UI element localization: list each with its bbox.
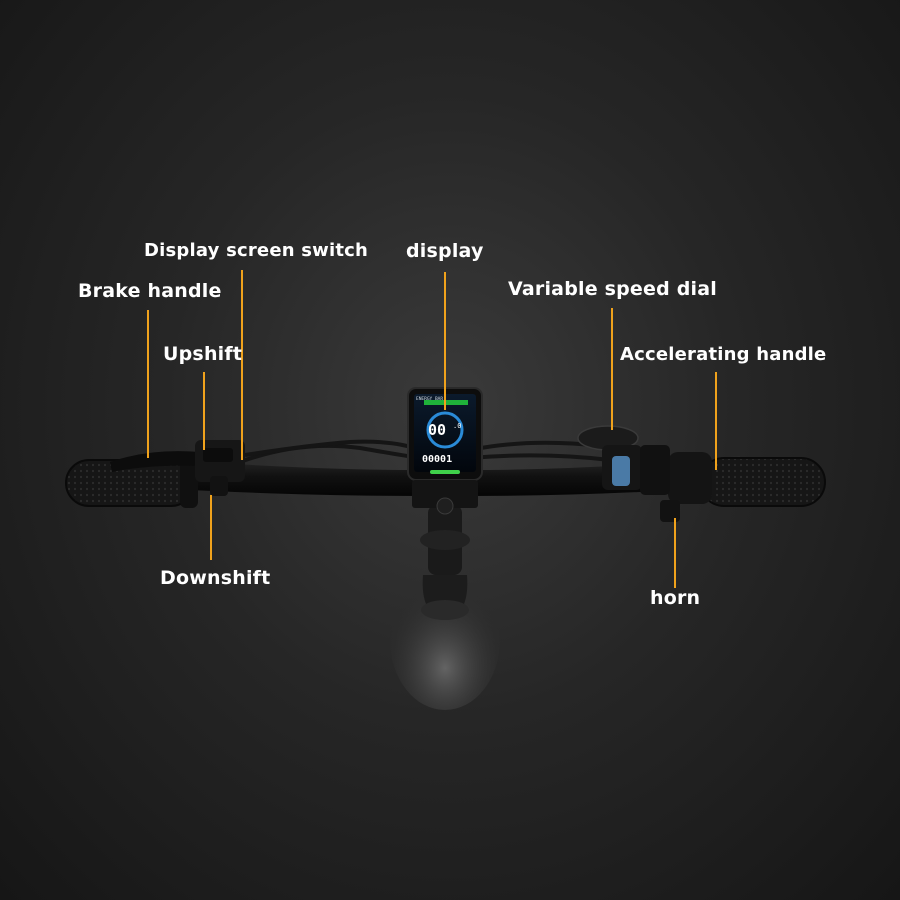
label-upshift: Upshift — [163, 343, 243, 365]
label-horn: horn — [650, 587, 701, 609]
left-grip[interactable] — [65, 458, 198, 508]
speed-decimal: .0 — [453, 422, 461, 430]
label-display-screen-switch: Display screen switch — [144, 240, 369, 261]
label-downshift: Downshift — [160, 567, 271, 589]
stem — [420, 505, 470, 620]
right-grip[interactable] — [668, 452, 826, 507]
energy-bar-label: ENERGY BAR — [416, 396, 443, 402]
left-brake-lever[interactable] — [110, 451, 205, 472]
left-shifter[interactable] — [195, 440, 245, 496]
label-variable-speed-dial: Variable speed dial — [508, 278, 717, 300]
lcd-display: ENERGY BAR 00 .0 00001 — [407, 387, 483, 515]
odometer-readout: 00001 — [422, 454, 452, 465]
speed-readout: 00 — [428, 421, 446, 439]
stem-glow — [390, 570, 500, 710]
leader-lines — [147, 270, 717, 588]
label-display: display — [406, 240, 484, 262]
right-controls[interactable] — [577, 425, 680, 522]
label-brake-handle: Brake handle — [78, 280, 222, 302]
label-accelerating-handle: Accelerating handle — [620, 344, 827, 365]
